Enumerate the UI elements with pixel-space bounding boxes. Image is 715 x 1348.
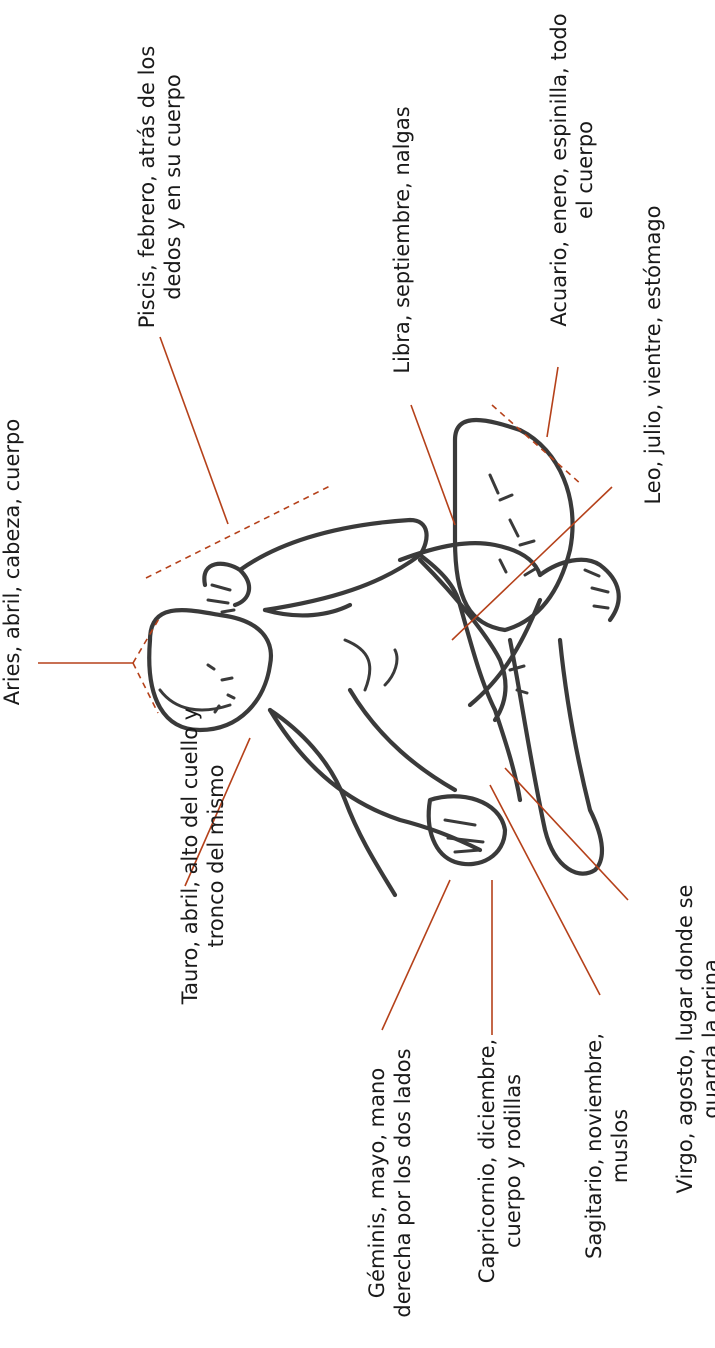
- label-acuario-line-1: Acuario, enero, espinilla, todo: [546, 0, 572, 350]
- label-sagitario-line-1: Sagitario, noviembre,: [581, 1021, 607, 1271]
- label-geminis: Géminis, mayo, mano derecha por los dos …: [364, 1018, 416, 1348]
- leader-piscis-bracket: [146, 485, 332, 578]
- leader-sagitario: [490, 785, 600, 995]
- label-tauro: Tauro, abril, alto del cuello y tronco d…: [177, 686, 229, 1026]
- leader-libra: [411, 405, 455, 525]
- label-capricornio-line-2: cuerpo y rodillas: [500, 1026, 526, 1296]
- label-piscis-line-1: Piscis, febrero, atrás de los: [134, 27, 160, 347]
- label-piscis-line-2: dedos y en su cuerpo: [160, 27, 186, 347]
- label-aries: Aries, abril, cabeza, cuerpo: [0, 412, 25, 712]
- leader-acuario-bracket: [492, 405, 582, 485]
- label-geminis-line-2: derecha por los dos lados: [390, 1018, 416, 1348]
- label-virgo-line-1: Virgo, agosto, lugar donde se: [672, 859, 698, 1219]
- label-sagitario-line-2: muslos: [607, 1021, 633, 1271]
- label-aries-line-1: Aries, abril, cabeza, cuerpo: [0, 412, 25, 712]
- leader-acuario: [547, 367, 558, 437]
- label-geminis-line-1: Géminis, mayo, mano: [364, 1018, 390, 1348]
- figure-torso: [265, 555, 520, 895]
- label-tauro-line-1: Tauro, abril, alto del cuello y: [177, 686, 203, 1026]
- label-sagitario: Sagitario, noviembre, muslos: [581, 1021, 633, 1271]
- label-virgo-line-2: guarda la orina: [698, 859, 715, 1219]
- label-piscis: Piscis, febrero, atrás de los dedos y en…: [134, 27, 186, 347]
- leader-piscis: [160, 337, 228, 524]
- label-capricornio-line-1: Capricornio, diciembre,: [474, 1026, 500, 1296]
- label-capricornio: Capricornio, diciembre, cuerpo y rodilla…: [474, 1026, 526, 1296]
- label-acuario-line-2: el cuerpo: [572, 0, 598, 350]
- figure-raised-arm: [204, 520, 426, 610]
- label-acuario: Acuario, enero, espinilla, todo el cuerp…: [546, 0, 598, 350]
- figure-lower-arm: [270, 690, 480, 850]
- label-tauro-line-2: tronco del mismo: [203, 686, 229, 1026]
- label-libra-line-1: Libra, septiembre, nalgas: [389, 95, 415, 385]
- leader-virgo: [505, 768, 628, 900]
- label-libra: Libra, septiembre, nalgas: [389, 95, 415, 385]
- label-virgo: Virgo, agosto, lugar donde se guarda la …: [672, 859, 715, 1219]
- leader-aries-bracket-top: [133, 617, 160, 663]
- label-leo: Leo, julio, vientre, estómago: [640, 190, 666, 520]
- label-leo-line-1: Leo, julio, vientre, estómago: [640, 190, 666, 520]
- figure-hand: [429, 796, 505, 864]
- figure-belly: [420, 560, 505, 720]
- leader-geminis: [382, 880, 450, 1030]
